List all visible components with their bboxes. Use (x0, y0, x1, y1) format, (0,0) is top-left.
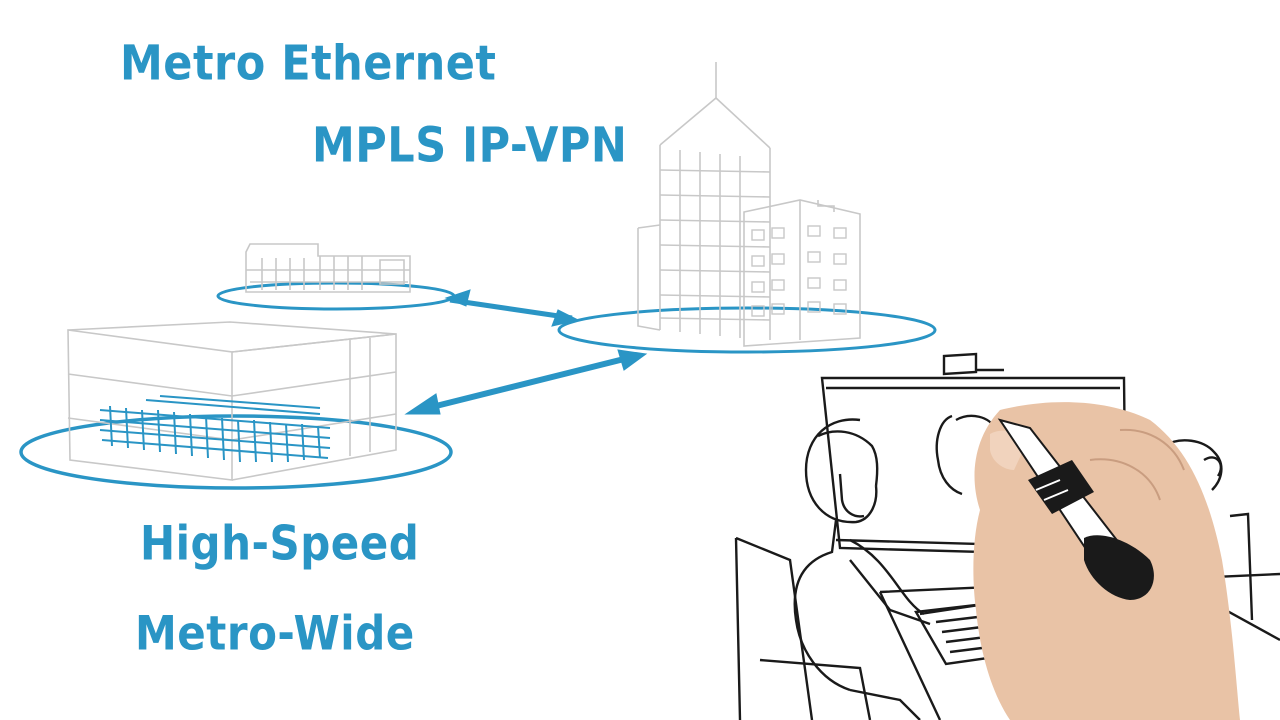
mpls-ip-vpn-label: MPLS IP-VPN (312, 118, 628, 174)
metro-ethernet-label: Metro Ethernet (120, 36, 497, 92)
metro-wide-label: Metro-Wide (135, 606, 415, 661)
small-office-icon (216, 243, 456, 311)
connection-arrows (404, 289, 648, 415)
high-speed-label: High-Speed (140, 516, 420, 571)
tower-building-icon (557, 62, 937, 354)
data-center-icon (19, 321, 453, 490)
marker-hand-icon (973, 402, 1240, 720)
